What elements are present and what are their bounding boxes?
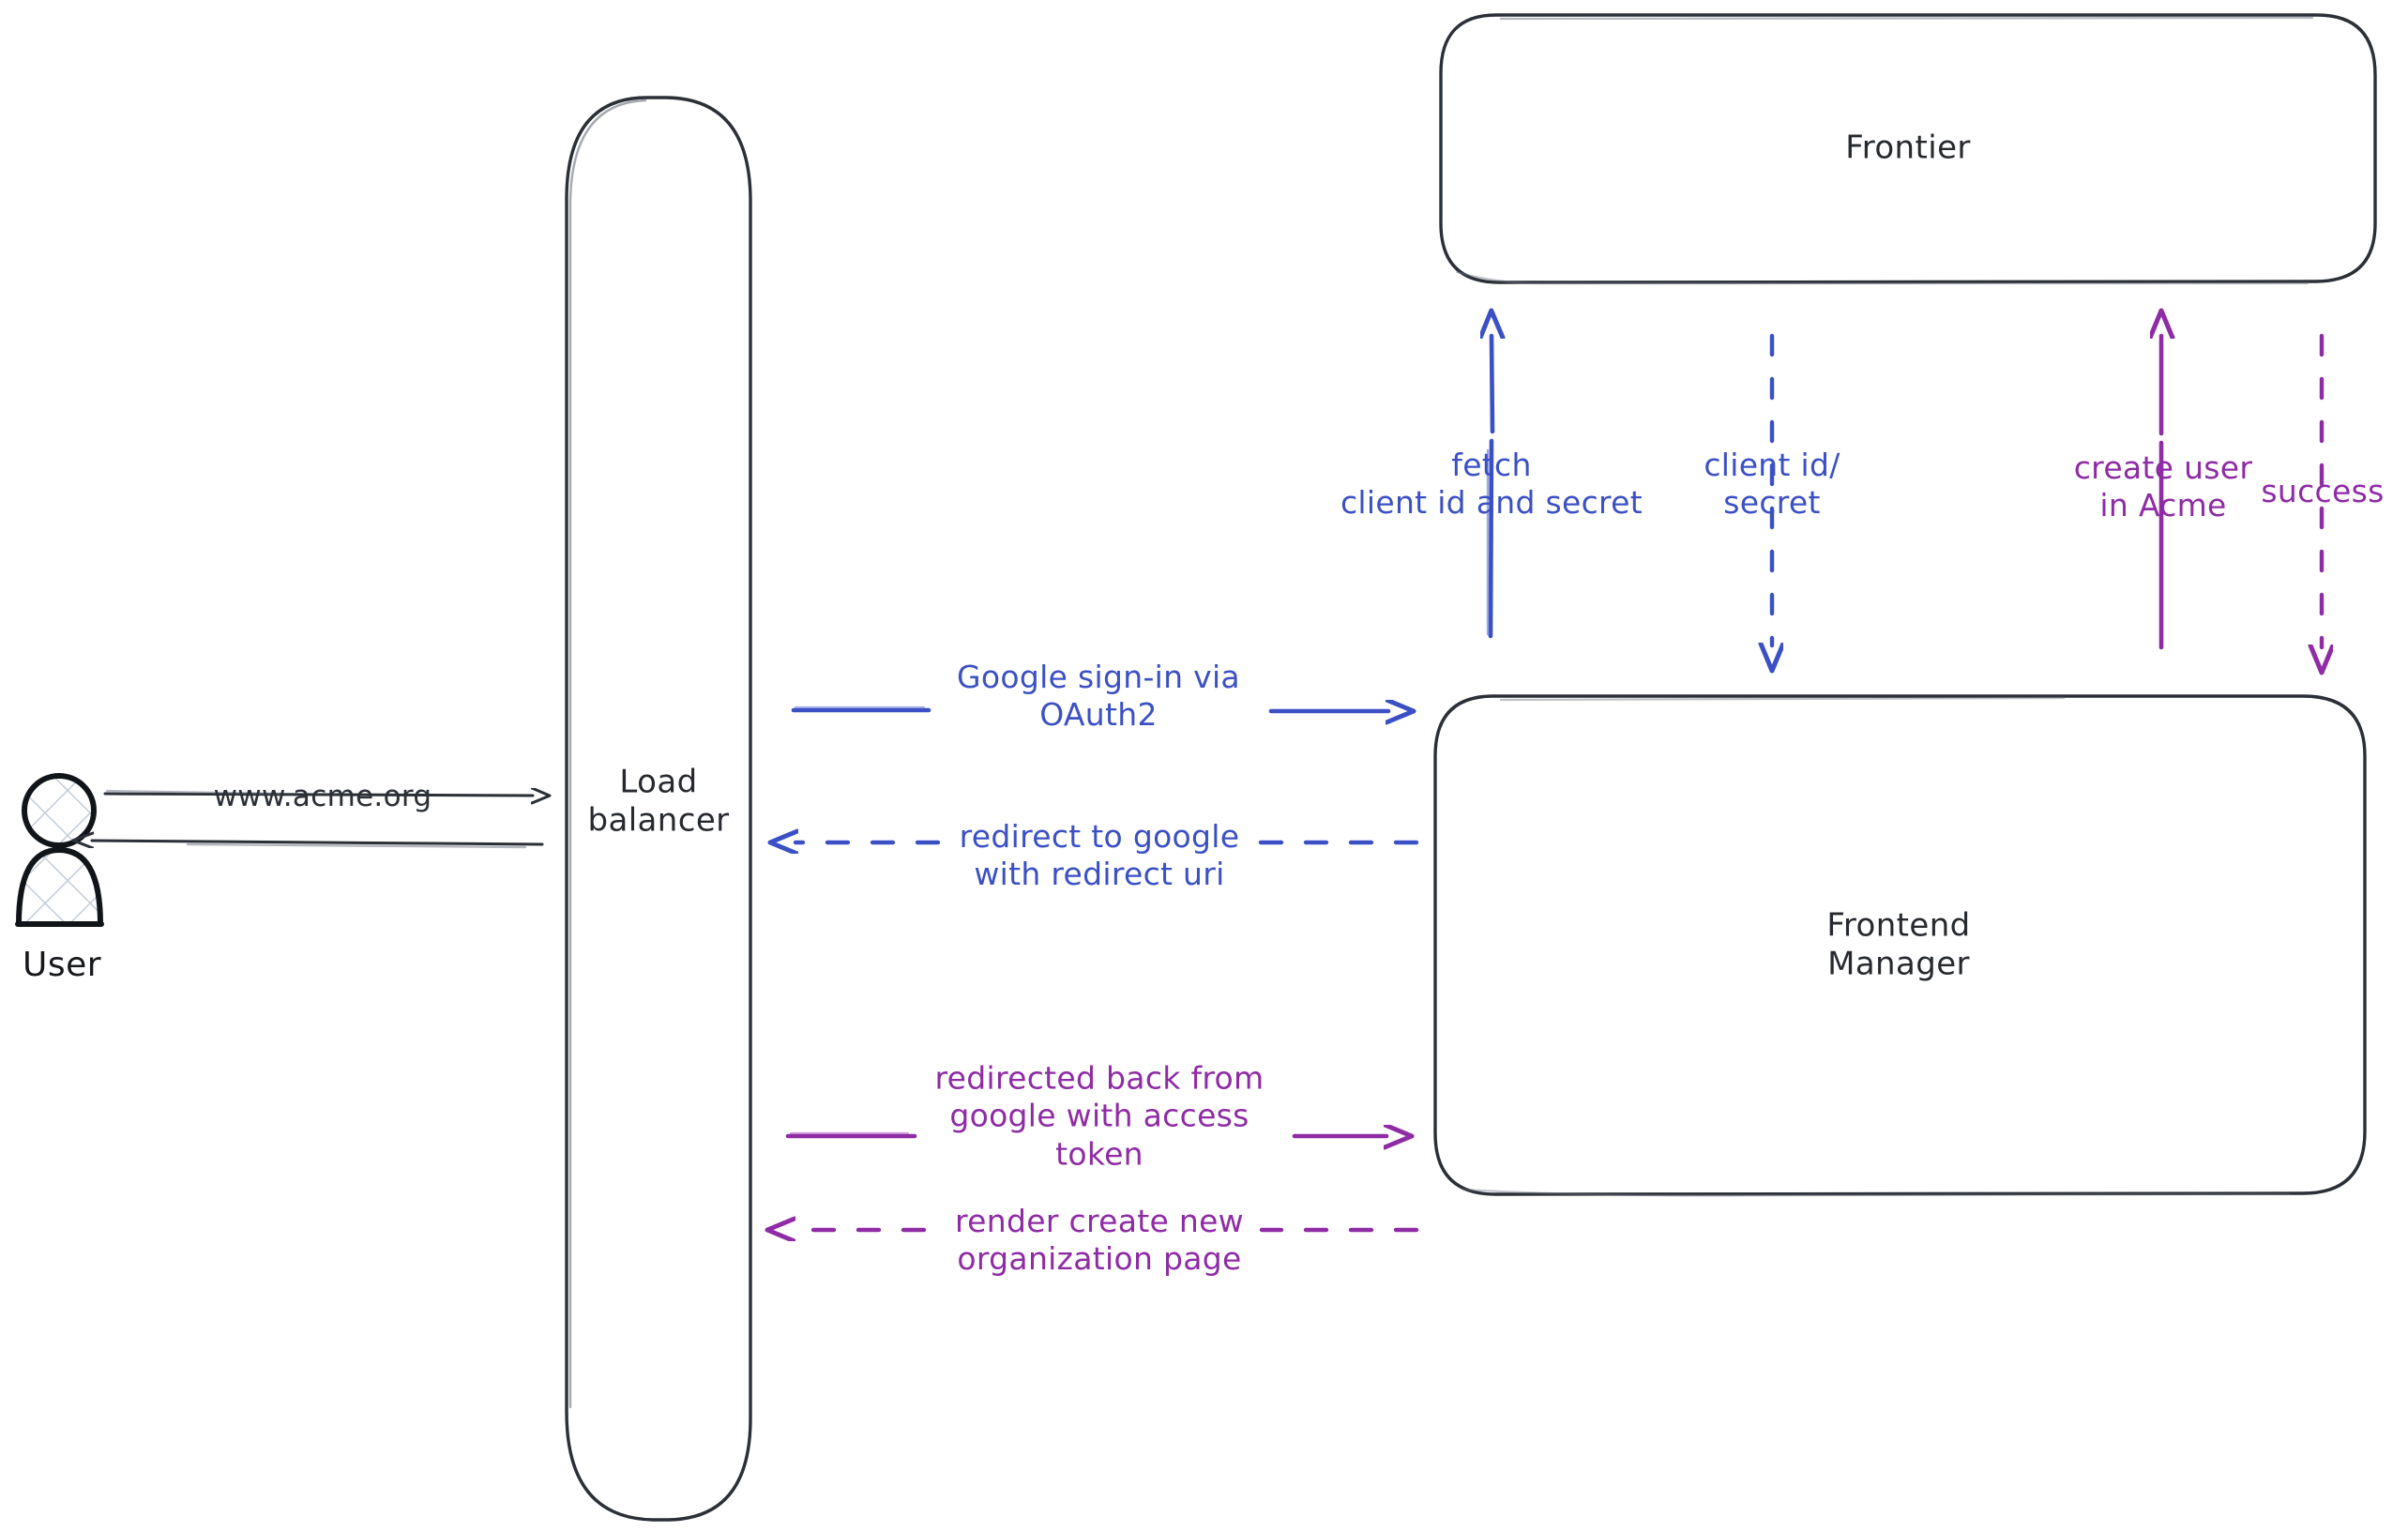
node-frontier-shape [1439, 13, 2377, 285]
node-frontend-manager-shape [1433, 694, 2367, 1197]
edge-google-sign-in [791, 707, 1388, 711]
edge-redirected-back [785, 1133, 1386, 1136]
person-icon [15, 773, 104, 927]
edge-lb-to-user [92, 841, 544, 849]
edge-user-to-lb [103, 791, 533, 796]
node-load-balancer-shape [565, 96, 752, 1522]
edge-fetch-client-id [1488, 336, 1492, 639]
